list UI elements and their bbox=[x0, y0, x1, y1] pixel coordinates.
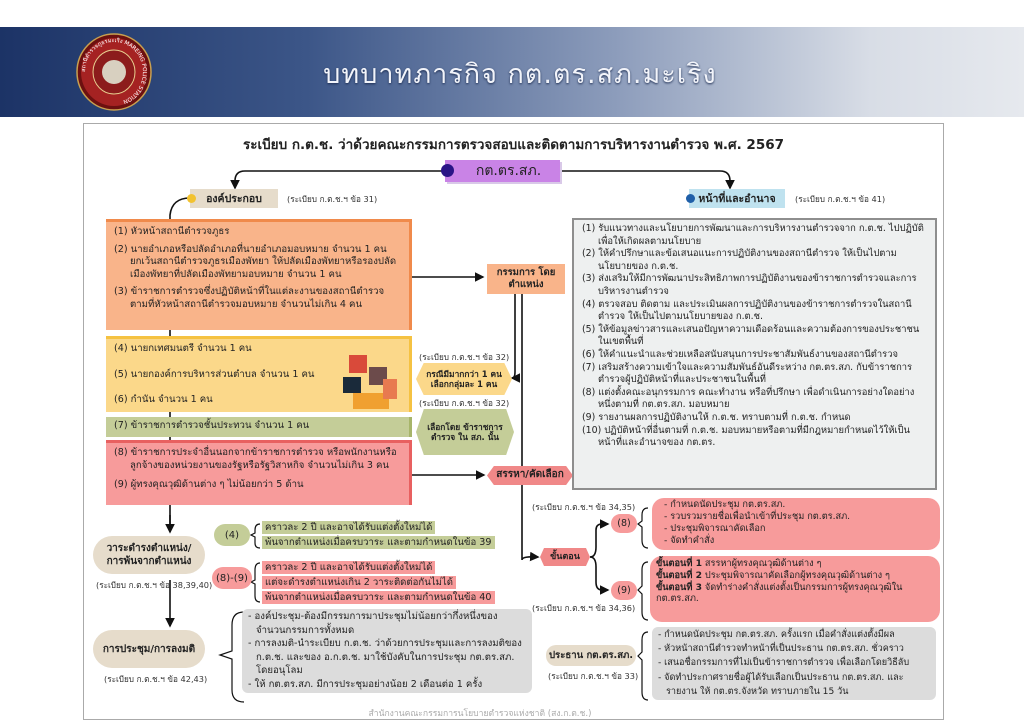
header-banner bbox=[0, 27, 1024, 117]
duties-label: หน้าที่และอำนาจ bbox=[686, 189, 785, 208]
police-election-node: เลือกโดย ข้าราชการตำรวจ ใน สภ. นั้น bbox=[416, 409, 514, 455]
duties-list: (1) รับแนวทางและนโยบายการพัฒนาและการบริห… bbox=[572, 218, 937, 490]
chair-ref: (ระเบียบ ก.ต.ช.ฯ ข้อ 33) bbox=[548, 671, 639, 681]
steps-9-ref: (ระเบียบ ก.ต.ช.ฯ ข้อ 34,36) bbox=[532, 603, 636, 613]
composition-qualified-box: (8) ข้าราชการประจำอื่นนอกจากข้าราชการตำร… bbox=[106, 440, 412, 505]
term-group-4-text: คราวละ 2 ปี และอาจได้รับแต่งตั้งใหม่ได้ … bbox=[262, 520, 502, 550]
police-station-logo: สถานีตำรวจภูธรมะเริง MAREING POLICE STAT… bbox=[76, 33, 152, 111]
infographic-panel bbox=[83, 123, 944, 720]
term-node: วาระดำรงตำแหน่ง/ การพ้นจากตำแหน่ง bbox=[93, 536, 205, 574]
meeting-rules: - องค์ประชุม-ต้องมีกรรมการมาประชุมไม่น้อ… bbox=[242, 609, 532, 693]
chair-duties: - กำหนดนัดประชุม กต.ตร.สภ. ครั้งแรก เมื่… bbox=[652, 627, 936, 701]
steps-9-tag: (9) bbox=[611, 581, 637, 600]
meeting-node: การประชุม/การลงมติ bbox=[93, 630, 205, 668]
dot-icon bbox=[686, 194, 695, 203]
composition-ref: (ระเบียบ ก.ต.ช.ฯ ข้อ 31) bbox=[287, 194, 378, 204]
root-node-kt-tr-sp: กต.ตร.สภ. bbox=[441, 160, 560, 182]
footer-credit: สำนักงานคณะกรรมการนโยบายตำรวจแห่งชาติ (ส… bbox=[368, 709, 592, 719]
hex2-ref: (ระเบียบ ก.ต.ช.ฯ ข้อ 32) bbox=[419, 398, 510, 408]
duties-ref: (ระเบียบ ก.ต.ช.ฯ ข้อ 41) bbox=[795, 194, 886, 204]
composition-police-box: (7) ข้าราชการตำรวจชั้นประทวน จำนวน 1 คน bbox=[106, 417, 412, 437]
select-per-group-node: กรณีมีมากกว่า 1 คน เลือกกลุ่มละ 1 คน bbox=[416, 363, 512, 395]
dot-icon bbox=[187, 194, 196, 203]
page-title: บทบาทภารกิจ กต.ตร.สภ.มะเริง bbox=[323, 59, 717, 90]
composition-local-leaders-box: (4) นายกเทศมนตรี จำนวน 1 คน (5) นายกองค์… bbox=[106, 336, 412, 412]
steps-node: ขั้นตอน bbox=[540, 548, 590, 566]
term-group-8-9-tag: (8)-(9) bbox=[212, 567, 252, 589]
meeting-ref: (ระเบียบ ก.ต.ช.ฯ ข้อ 42,43) bbox=[104, 674, 208, 684]
term-ref: (ระเบียบ ก.ต.ช.ฯ ข้อ 38,39,40) bbox=[96, 580, 213, 590]
recruit-select-node: สรรหา/คัดเลือก bbox=[487, 466, 573, 485]
composition-label: องค์ประกอบ bbox=[187, 189, 278, 208]
term-group-4-tag: (4) bbox=[214, 524, 250, 546]
chair-node: ประธาน กต.ตร.สภ. bbox=[546, 645, 636, 666]
steps-9-list: ขั้นตอนที่ 1 สรรหาผู้ทรงคุณวุฒิด้านต่าง … bbox=[650, 556, 940, 622]
composition-ex-officio-box: (1) หัวหน้าสถานีตำรวจภูธร (2) นายอำเภอหร… bbox=[106, 219, 412, 330]
steps-8-list: - กำหนดนัดประชุม กต.ตร.สภ. - รวบรวมรายชื… bbox=[652, 498, 940, 550]
dot-icon bbox=[441, 164, 454, 177]
puzzle-illustration bbox=[329, 349, 399, 411]
hex1-ref: (ระเบียบ ก.ต.ช.ฯ ข้อ 32) bbox=[419, 352, 510, 362]
ex-officio-node: กรรมการ โดยตำแหน่ง bbox=[487, 264, 565, 294]
steps-8-ref: (ระเบียบ ก.ต.ช.ฯ ข้อ 34,35) bbox=[532, 502, 636, 512]
steps-8-tag: (8) bbox=[611, 514, 637, 533]
term-group-8-9-text: คราวละ 2 ปี และอาจได้รับแต่งตั้งใหม่ได้ … bbox=[262, 560, 502, 605]
document-title: ระเบียบ ก.ต.ช. ว่าด้วยคณะกรรมการตรวจสอบแ… bbox=[242, 137, 785, 153]
